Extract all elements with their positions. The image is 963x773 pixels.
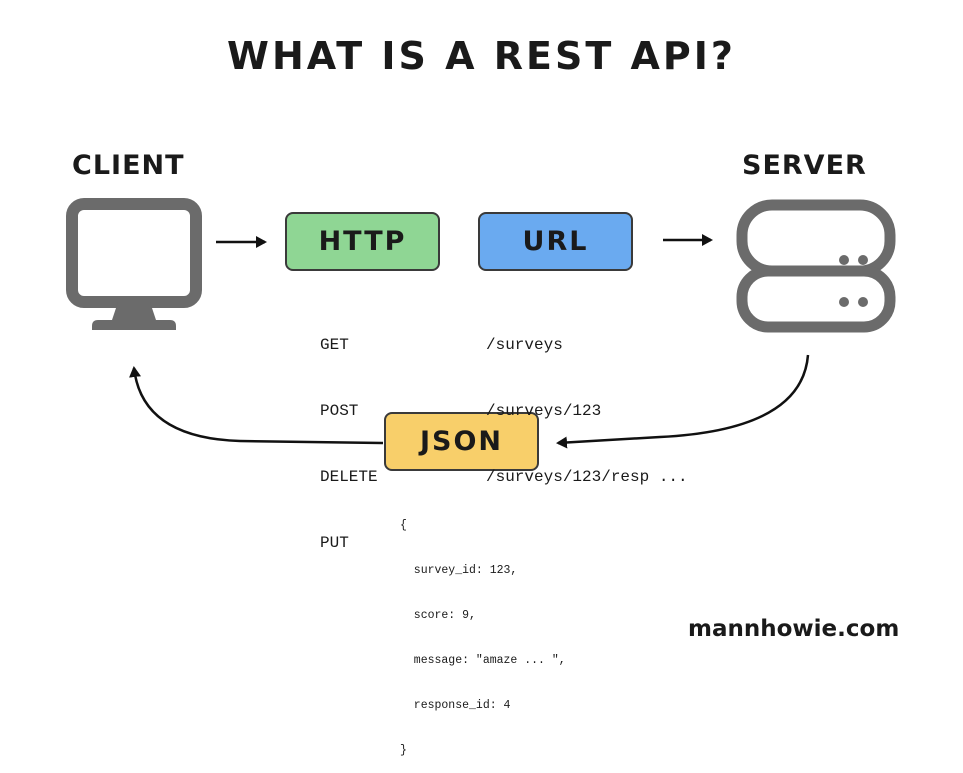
url-path: /surveys/123	[486, 402, 602, 420]
url-path: /surveys	[486, 336, 563, 354]
http-method: POST	[320, 402, 359, 420]
json-example: { survey_id: 123, score: 9, message: "am…	[400, 488, 566, 773]
server-label: SERVER	[742, 150, 867, 181]
json-line: {	[400, 519, 407, 532]
http-box: HTTP	[285, 212, 440, 271]
json-line: score: 9,	[400, 609, 476, 622]
client-label: CLIENT	[72, 150, 185, 181]
json-line: }	[400, 744, 407, 757]
server-icon	[736, 199, 896, 333]
http-method: DELETE	[320, 468, 378, 486]
http-method: PUT	[320, 534, 349, 552]
footer-site-link[interactable]: mannhowie.com	[688, 616, 900, 642]
url-box: URL	[478, 212, 633, 271]
page-title: WHAT IS A REST API?	[227, 34, 736, 78]
monitor-icon	[66, 198, 202, 330]
json-label: JSON	[419, 426, 504, 457]
json-box: JSON	[384, 412, 539, 471]
json-line: message: "amaze ... ",	[400, 654, 566, 667]
url-label: URL	[522, 226, 589, 257]
diagram-graphics	[66, 198, 896, 449]
http-methods-list: GET POST DELETE PUT	[320, 290, 378, 576]
http-method: GET	[320, 336, 349, 354]
json-line: response_id: 4	[400, 699, 511, 712]
url-paths-list: /surveys /surveys/123 /surveys/123/resp …	[486, 290, 688, 510]
arrow-server-to-json	[556, 354, 810, 449]
http-label: HTTP	[318, 226, 407, 257]
url-path: /surveys/123/resp ...	[486, 468, 688, 486]
arrow-json-to-client	[129, 366, 384, 445]
json-line: survey_id: 123,	[400, 564, 518, 577]
